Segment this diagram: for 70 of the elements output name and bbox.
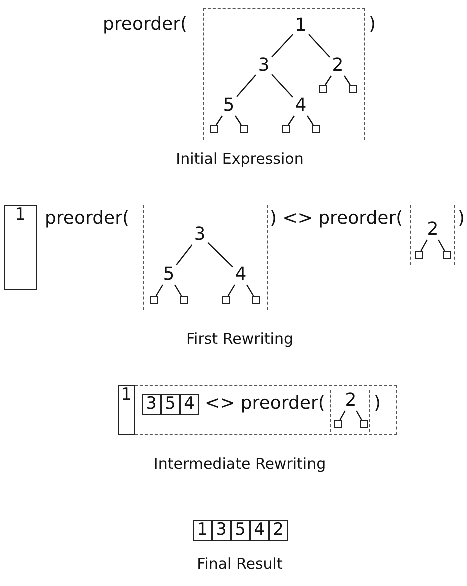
dashed-frame: [143, 205, 268, 310]
leaf-square: [415, 251, 423, 259]
list-cell: 1: [4, 205, 37, 290]
tree-node-number: 1: [293, 16, 309, 36]
expression-text: ) <> preorder(: [270, 208, 404, 229]
expression-text: ): [369, 14, 376, 35]
leaf-square: [222, 296, 230, 304]
tree-node-number: 2: [343, 391, 359, 411]
expression-text: preorder(: [103, 14, 188, 35]
tree-node-number: 3: [192, 225, 208, 245]
caption: Final Result: [197, 555, 283, 573]
list-cell: 2: [269, 520, 288, 541]
tree-branch: [344, 76, 351, 86]
tree-branch: [288, 116, 295, 126]
dashed-frame: [330, 390, 370, 432]
caption: Intermediate Rewriting: [154, 455, 326, 473]
leaf-square: [180, 296, 188, 304]
tree-branch: [272, 34, 294, 58]
list-cell: 1: [193, 520, 212, 541]
tree-branch: [176, 244, 193, 266]
tree-branch: [325, 76, 332, 86]
list-cell: 4: [180, 394, 199, 415]
tree-branch: [156, 284, 164, 296]
tree-branch: [236, 74, 256, 98]
leaf-square: [349, 85, 357, 93]
leaf-square: [252, 296, 260, 304]
list-cell: 1: [118, 385, 135, 435]
tree-branch: [174, 284, 182, 296]
leaf-square: [210, 125, 218, 133]
leaf-square: [360, 420, 368, 428]
tree-branch: [356, 410, 362, 420]
tree-branch: [272, 74, 294, 98]
tree-node-number: 5: [221, 96, 237, 116]
list-cell: 5: [161, 394, 180, 415]
dashed-frame: [203, 8, 365, 140]
tree-node-number: 2: [330, 56, 346, 76]
tree-node-number: 4: [293, 96, 309, 116]
list-cell: 5: [231, 520, 250, 541]
leaf-square: [443, 251, 451, 259]
list-cell: 4: [250, 520, 269, 541]
tree-branch: [438, 240, 446, 252]
list-cell: 3: [212, 520, 231, 541]
expression-text: preorder(: [45, 208, 130, 229]
expression-text: ): [374, 393, 382, 414]
tree-branch: [308, 34, 330, 58]
leaf-square: [334, 420, 342, 428]
dashed-frame: [410, 205, 455, 265]
tree-branch: [340, 410, 346, 420]
expression-text: <> preorder(: [205, 393, 326, 414]
tree-branch: [228, 284, 236, 296]
tree-branch: [216, 116, 223, 126]
list-cell: 3: [142, 394, 161, 415]
tree-node-number: 5: [161, 265, 177, 285]
leaf-square: [319, 85, 327, 93]
tree-node-number: 4: [233, 265, 249, 285]
leaf-square: [282, 125, 290, 133]
tree-branch: [235, 116, 242, 126]
leaf-square: [240, 125, 248, 133]
tree-node-number: 3: [256, 56, 272, 76]
tree-branch: [420, 240, 428, 252]
caption: First Rewriting: [186, 330, 294, 348]
caption: Initial Expression: [176, 150, 304, 168]
dashed-frame: [135, 385, 397, 435]
tree-branch: [307, 116, 314, 126]
tree-node-number: 2: [425, 220, 441, 240]
leaf-square: [312, 125, 320, 133]
expression-text: ): [458, 208, 466, 229]
leaf-square: [150, 296, 158, 304]
tree-branch: [246, 284, 254, 296]
tree-branch: [208, 242, 234, 268]
